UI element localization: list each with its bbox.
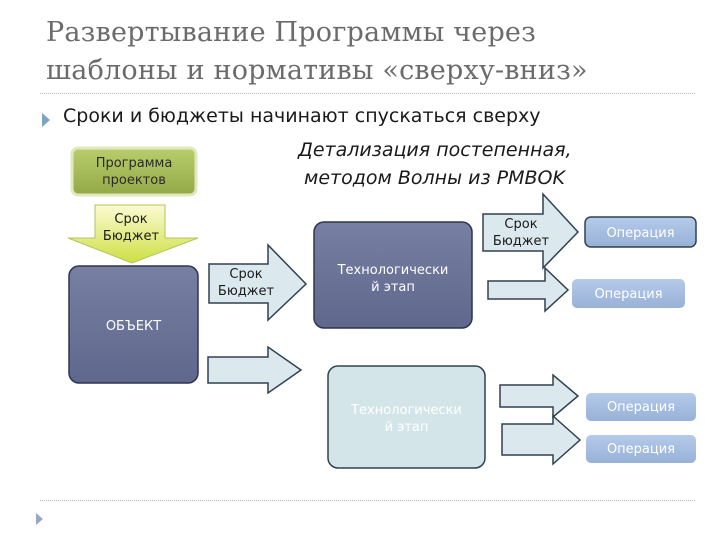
stage1-box bbox=[313, 221, 473, 329]
operation-box-3 bbox=[584, 391, 698, 423]
stage1-label: Технологически й этап bbox=[314, 262, 472, 296]
object-label: ОБЪЕКТ bbox=[105, 319, 162, 334]
operation-label-1: Операция bbox=[606, 226, 675, 241]
arrow-to-op-label-line-2: Бюджет bbox=[492, 234, 550, 249]
object-box bbox=[68, 265, 199, 384]
title-divider bbox=[40, 93, 695, 94]
bottom-divider bbox=[40, 500, 695, 501]
bullet-triangle-icon bbox=[42, 113, 50, 127]
arrow-to-stage-label-line-2: Бюджет bbox=[217, 284, 275, 299]
operation-label-3: Операция bbox=[606, 400, 676, 415]
arrow-to-stage-label: Срок Бюджет bbox=[207, 266, 285, 300]
stage2-label-line-2: й этап bbox=[384, 420, 429, 435]
stage2-label: Технологически й этап bbox=[328, 402, 485, 436]
program-label-line-2: проектов bbox=[102, 173, 166, 188]
stage1-label-line-1: Технологически bbox=[337, 263, 449, 278]
stage2-label-line-1: Технологически bbox=[351, 403, 462, 418]
title-line-2: шаблоны и нормативы «сверху-вниз» bbox=[46, 55, 588, 86]
operation-box-1 bbox=[584, 216, 697, 248]
note-line-2: методом Волны из PMBOK bbox=[304, 167, 565, 189]
program-box bbox=[70, 146, 198, 197]
arrow-to-op-label: Срок Бюджет bbox=[482, 216, 560, 250]
arrow-stage2-to-op3 bbox=[499, 373, 580, 419]
down-arrow-label-line-1: Срок bbox=[114, 212, 148, 227]
arrow-object-to-stage2 bbox=[207, 345, 303, 395]
slide-nav-triangle-icon bbox=[36, 513, 43, 525]
program-label: Программа проектов bbox=[72, 155, 196, 189]
operation-box-2 bbox=[570, 277, 687, 310]
bullet-text: Сроки и бюджеты начинают спускаться свер… bbox=[63, 105, 541, 127]
arrow-to-op-label-line-1: Срок bbox=[504, 217, 538, 232]
note-line-1: Детализация постепенная, bbox=[298, 139, 572, 161]
down-arrow bbox=[67, 204, 199, 264]
slide-title: Развертывание Программы через шаблоны и … bbox=[46, 14, 686, 90]
arrow-stage1-to-op1 bbox=[482, 192, 580, 270]
arrow-to-stage-label-line-1: Срок bbox=[229, 267, 263, 282]
arrow-object-to-stage1 bbox=[208, 243, 308, 322]
down-arrow-label: Срок Бюджет bbox=[92, 211, 170, 245]
arrow-stage1-to-op2 bbox=[487, 266, 570, 313]
operation-label-2: Операция bbox=[594, 287, 663, 302]
down-arrow-label-line-2: Бюджет bbox=[102, 229, 160, 244]
program-label-line-1: Программа bbox=[95, 156, 173, 171]
stage2-box bbox=[327, 365, 486, 469]
operation-label-4: Операция bbox=[606, 442, 676, 457]
stage1-label-line-2: й этап bbox=[371, 280, 415, 295]
arrow-stage2-to-op4 bbox=[501, 414, 582, 466]
title-line-1: Развертывание Программы через bbox=[46, 17, 537, 48]
operation-box-4 bbox=[584, 433, 698, 465]
